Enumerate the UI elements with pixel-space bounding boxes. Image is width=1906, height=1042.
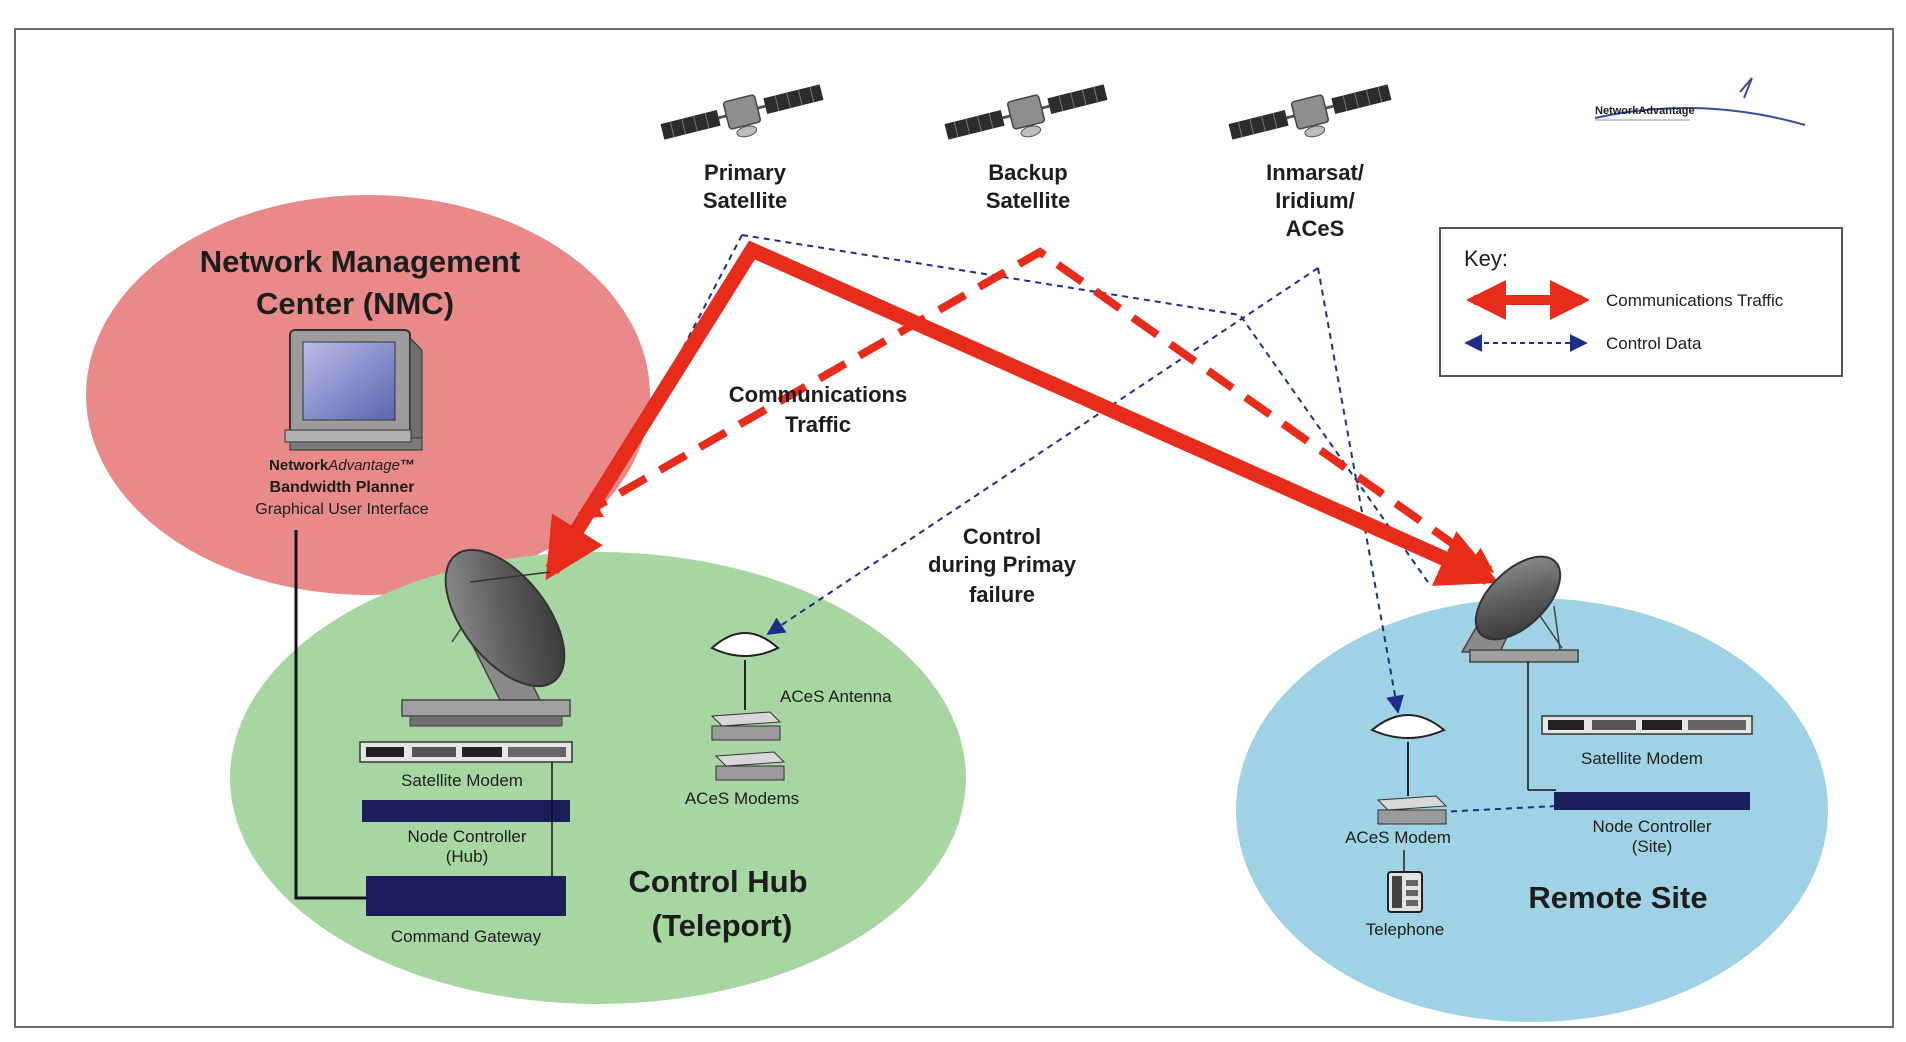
svg-text:Iridium/: Iridium/	[1275, 188, 1354, 213]
control-failure-annotation: Control during Primay failure	[928, 524, 1077, 607]
logo-text: NetworkAdvantage	[1595, 105, 1695, 117]
svg-text:ACeS: ACeS	[1286, 216, 1345, 241]
legend-traffic-label: Communications Traffic	[1606, 291, 1784, 310]
diagram-frame	[14, 28, 1894, 1028]
svg-text:(Site): (Site)	[1632, 837, 1673, 856]
nmc-software-label: NetworkAdvantage™ Bandwidth Planner Grap…	[255, 457, 429, 518]
backup-satellite-icon	[941, 77, 1114, 158]
backup-traffic-dashed	[575, 247, 1495, 574]
remote-satellite-modem-device	[1541, 715, 1753, 735]
command-gateway-label: Command Gateway	[391, 927, 542, 946]
hub-satellite-dish-icon	[401, 548, 571, 727]
svg-text:Node Controller: Node Controller	[1592, 817, 1711, 836]
command-gateway-device	[366, 876, 566, 916]
svg-text:Primary: Primary	[704, 160, 787, 185]
hub-satellite-modem-device	[359, 741, 573, 763]
hub-node-controller-label: Node Controller (Hub)	[407, 827, 526, 866]
svg-text:Traffic: Traffic	[785, 412, 851, 437]
primary-satellite-label: Primary Satellite	[703, 160, 787, 213]
telephone-label: Telephone	[1366, 920, 1444, 939]
control-hub-ellipse	[230, 552, 966, 1004]
legend-title: Key:	[1464, 246, 1508, 271]
svg-text:Network Management: Network Management	[200, 244, 520, 279]
svg-text:Center (NMC): Center (NMC)	[256, 286, 454, 321]
svg-text:during Primay: during Primay	[928, 552, 1077, 577]
legend-box: Key: Communications Traffic Control Data	[1439, 227, 1843, 377]
inmarsat-satellite-icon	[1225, 77, 1398, 158]
svg-text:Inmarsat/: Inmarsat/	[1266, 160, 1364, 185]
remote-aces-modem-label: ACeS Modem	[1345, 828, 1451, 847]
telephone-icon	[1387, 850, 1423, 913]
primary-satellite-icon	[657, 77, 830, 158]
svg-text:Backup: Backup	[988, 160, 1067, 185]
svg-text:(Teleport): (Teleport)	[652, 908, 793, 943]
remote-aces-modem-icon	[1376, 795, 1448, 825]
svg-text:failure: failure	[969, 582, 1035, 607]
communications-traffic-arrows	[545, 240, 1499, 586]
inmarsat-to-remote-modem-control	[1317, 267, 1404, 714]
primary-traffic-arrow	[545, 240, 1499, 586]
remote-satellite-dish-icon	[1460, 555, 1579, 663]
svg-text:Satellite: Satellite	[986, 188, 1070, 213]
hub-satellite-modem-label: Satellite Modem	[401, 771, 523, 790]
svg-text:(Hub): (Hub)	[446, 847, 489, 866]
communications-traffic-annotation: Communications Traffic	[729, 382, 907, 437]
hub-aces-modems-label: ACeS Modems	[685, 789, 799, 808]
svg-text:Node Controller: Node Controller	[407, 827, 526, 846]
svg-text:Communications: Communications	[729, 382, 907, 407]
svg-text:Satellite: Satellite	[703, 188, 787, 213]
remote-modem-to-node-dotted	[1439, 805, 1557, 813]
hub-aces-modem-icon	[710, 711, 786, 781]
nmc-title: Network Management Center (NMC)	[200, 244, 520, 321]
remote-satellite-modem-label: Satellite Modem	[1581, 749, 1703, 768]
svg-text:Bandwidth Planner: Bandwidth Planner	[270, 479, 415, 496]
hub-aces-antenna-label: ACeS Antenna	[780, 687, 892, 706]
remote-node-controller-label: Node Controller (Site)	[1592, 817, 1711, 856]
inmarsat-to-hub-antenna-control	[766, 267, 1319, 635]
remote-aces-antenna-icon	[1370, 714, 1446, 796]
svg-text:Control: Control	[963, 524, 1041, 549]
remote-site-ellipse	[1236, 598, 1828, 1022]
control-hub-title: Control Hub (Teleport)	[628, 864, 807, 943]
hub-aces-antenna-icon	[710, 632, 780, 710]
inmarsat-satellite-label: Inmarsat/ Iridium/ ACeS	[1266, 160, 1364, 241]
hub-node-controller-device	[362, 800, 570, 822]
primary-control-to-nmc	[639, 234, 743, 431]
computer-terminal-icon	[284, 329, 423, 451]
remote-site-title: Remote Site	[1528, 880, 1707, 915]
svg-text:NetworkAdvantage™: NetworkAdvantage™	[269, 457, 415, 474]
remote-node-controller-device	[1554, 792, 1750, 810]
svg-text:Graphical User Interface: Graphical User Interface	[255, 501, 429, 518]
backup-satellite-label: Backup Satellite	[986, 160, 1070, 213]
company-logo: NetworkAdvantage	[1594, 77, 1806, 126]
nmc-to-gateway-line	[294, 530, 366, 900]
svg-text:Control Hub: Control Hub	[628, 864, 807, 899]
legend-control-label: Control Data	[1606, 334, 1702, 353]
primary-control-path	[741, 234, 1431, 586]
